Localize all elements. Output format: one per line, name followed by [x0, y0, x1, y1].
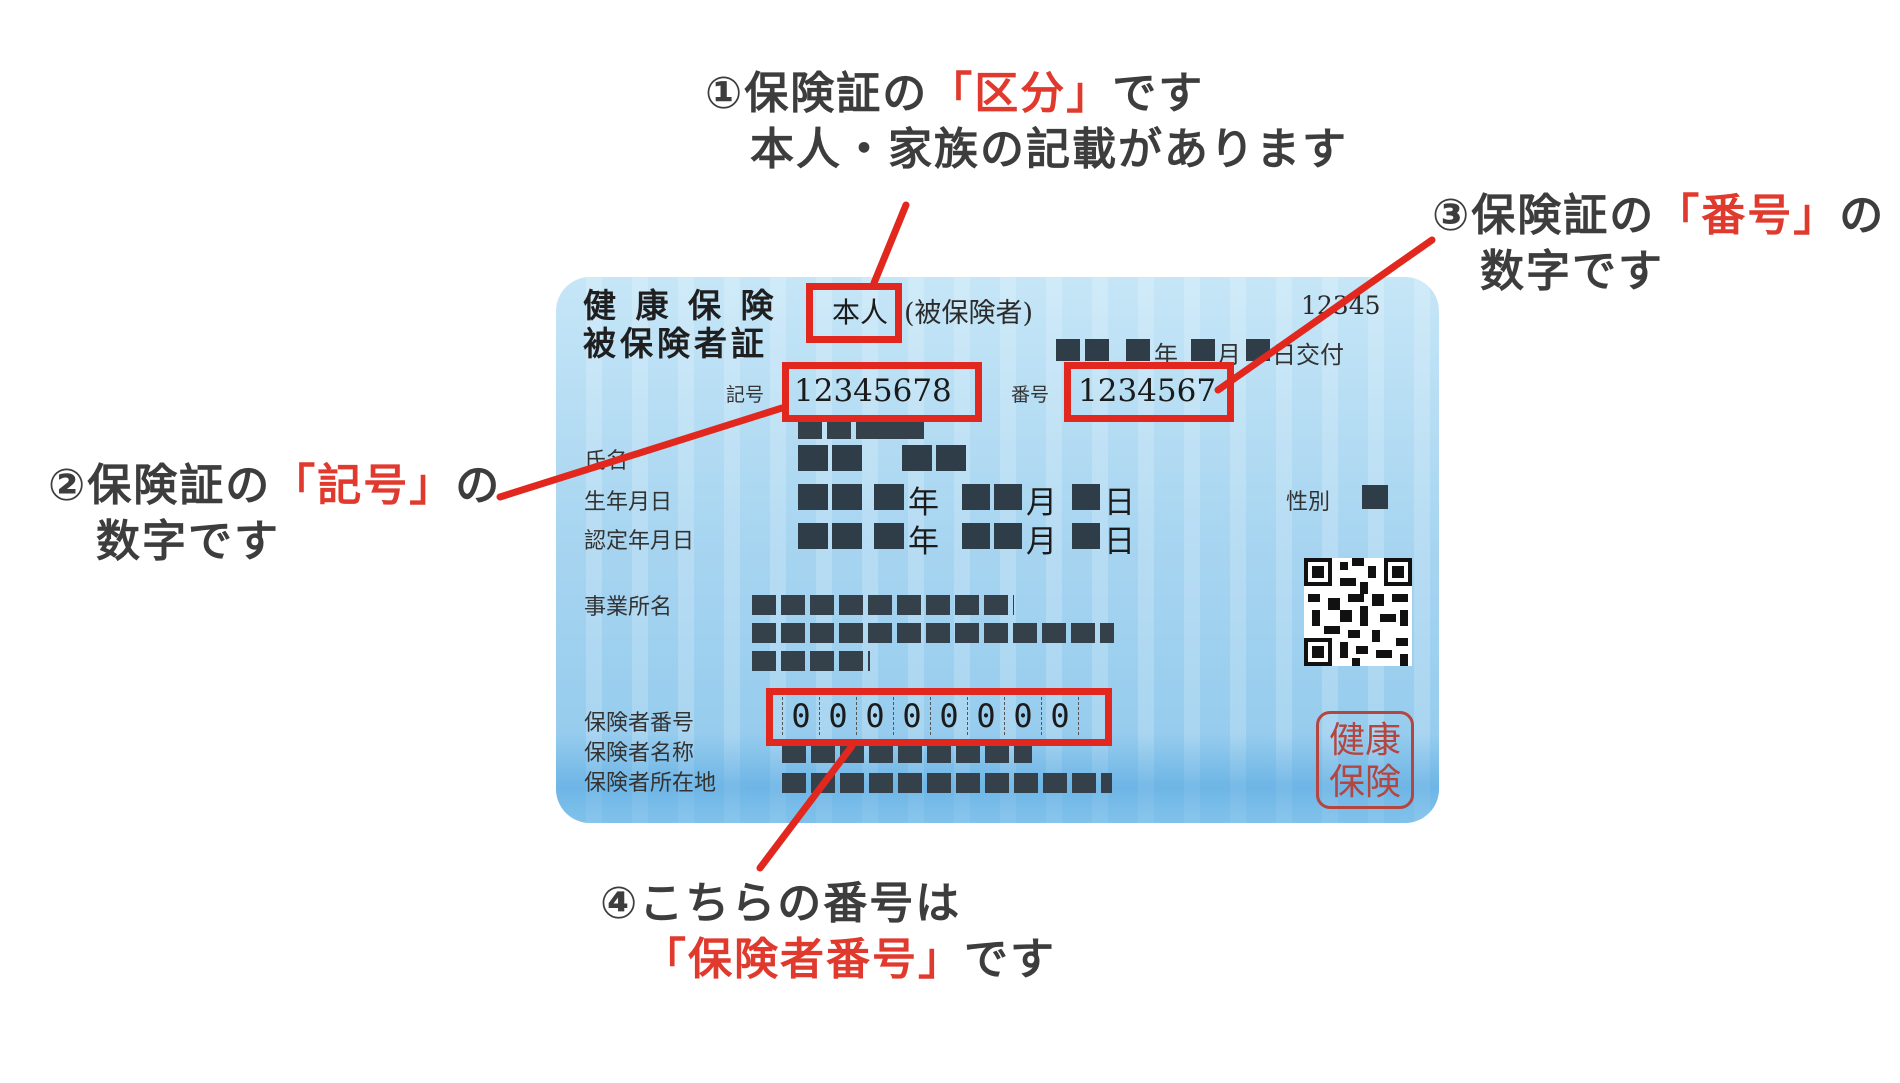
- card-title-line2: 被保険者証: [583, 324, 768, 363]
- annotation-number: ③: [1432, 190, 1472, 241]
- bango-highlight-box: [1064, 362, 1234, 422]
- insurer-address-label: 保険者所在地: [584, 771, 717, 796]
- redacted-block: [902, 445, 932, 471]
- redacted-block: [994, 523, 1022, 549]
- insurer-number-label: 保険者番号: [584, 711, 695, 736]
- insurer-digit: 0: [1042, 697, 1079, 735]
- annotation-number: ④: [600, 878, 640, 929]
- annotation-text: 保険証の: [87, 460, 272, 511]
- redacted-block: [1191, 339, 1215, 361]
- annotation-number: ①: [705, 68, 745, 119]
- redacted-block: [1072, 484, 1100, 510]
- category-note: (被保険者): [904, 298, 1034, 329]
- pointer-line-kigo: [496, 404, 786, 501]
- redacted-row: [782, 773, 1112, 793]
- pointer-line-category: [870, 201, 910, 287]
- office-label: 事業所名: [584, 595, 673, 620]
- annotation-line2: 数字です: [1480, 246, 1664, 297]
- insurer-digit: 0: [968, 697, 1005, 735]
- redacted-block: [798, 484, 828, 510]
- redacted-block: [832, 523, 862, 549]
- kigo-highlight-box: [782, 362, 982, 422]
- insurance-stamp: 健康 保険: [1316, 711, 1414, 809]
- annotation-text: 保険証の: [1471, 190, 1656, 241]
- annotation-line2: 数字です: [96, 516, 280, 567]
- qr-code-icon: [1304, 558, 1412, 666]
- annotation-category: ①保険証の「区分」です 本人・家族の記載があります: [705, 66, 1348, 178]
- kigo-label: 記号: [726, 384, 765, 406]
- annotation-line2: 本人・家族の記載があります: [750, 124, 1348, 175]
- insurer-digit: 0: [857, 697, 894, 735]
- insurer-digit: 0: [931, 697, 968, 735]
- card-title-line1: 健 康 保 険: [583, 286, 778, 325]
- cert-year-label: 年: [908, 524, 939, 560]
- redacted-block: [832, 484, 862, 510]
- redacted-block: [962, 484, 990, 510]
- pointer-line-bango: [1214, 236, 1436, 394]
- redacted-block: [874, 484, 904, 510]
- category-highlight-box: [806, 283, 902, 343]
- category-value: 本人: [832, 296, 889, 329]
- cert-month-label: 月: [1026, 524, 1057, 560]
- annotation-text: です: [964, 934, 1056, 985]
- insurer-digit: 0: [894, 697, 931, 735]
- annotation-highlight: 「記号」: [271, 460, 456, 511]
- redacted-row: [752, 623, 1114, 643]
- redacted-row: [752, 651, 870, 671]
- redacted-block: [1056, 339, 1080, 361]
- annotation-text: です: [1112, 68, 1205, 119]
- insurer-digit: 0: [820, 697, 857, 735]
- annotation-highlight: 「区分」: [928, 68, 1113, 119]
- insurer-name-label: 保険者名称: [584, 741, 695, 766]
- redacted-block: [1126, 339, 1150, 361]
- stamp-line1: 健康: [1328, 720, 1401, 761]
- card-title: 健 康 保 険 被保険者証: [583, 287, 777, 363]
- redacted-block: [874, 523, 904, 549]
- birth-label: 生年月日: [584, 490, 673, 515]
- annotation-kigo: ②保険証の「記号」の 数字です: [48, 458, 501, 570]
- annotation-insurer-number: ④こちらの番号は 「保険者番号」です: [600, 876, 1056, 988]
- birth-month-label: 月: [1026, 485, 1057, 521]
- redacted-block: [1072, 523, 1100, 549]
- redacted-block: [832, 445, 862, 471]
- annotation-text: こちらの番号は: [639, 878, 962, 929]
- pointer-line-insurer-number: [756, 742, 856, 872]
- redacted-block: [962, 523, 990, 549]
- annotation-highlight: 「番号」: [1655, 190, 1840, 241]
- redacted-block: [798, 523, 828, 549]
- insurer-digit: 0: [783, 697, 820, 735]
- redacted-block: [994, 484, 1022, 510]
- birth-day-label: 日: [1104, 485, 1135, 521]
- cert-day-label: 日: [1104, 524, 1135, 560]
- kigo-value: 12345678: [794, 373, 952, 409]
- insurer-digit: 0: [1005, 697, 1042, 735]
- annotation-number: ②: [48, 460, 88, 511]
- stamp-line2: 保険: [1328, 762, 1401, 803]
- qr-code: [1304, 558, 1412, 666]
- annotation-text: の: [1839, 190, 1886, 241]
- redacted-block: [1362, 485, 1388, 509]
- insurance-card: 健 康 保 険 被保険者証 本人 (被保険者) 12345 年 月 日交付 記号…: [556, 277, 1439, 823]
- redacted-block: [1085, 339, 1109, 361]
- annotation-text: の: [455, 460, 502, 511]
- redacted-row: [876, 421, 924, 439]
- insurer-number-highlight-box: [766, 688, 1112, 746]
- cert-label: 認定年月日: [584, 529, 695, 554]
- annotation-bango: ③保険証の「番号」の 数字です: [1432, 188, 1885, 300]
- birth-year-label: 年: [908, 485, 939, 521]
- redacted-block: [936, 445, 966, 471]
- sex-label: 性別: [1286, 490, 1331, 515]
- bango-label: 番号: [1011, 384, 1050, 406]
- annotation-highlight: 「保険者番号」: [642, 934, 964, 985]
- annotation-text: 保険証の: [744, 68, 929, 119]
- redacted-block: [798, 445, 828, 471]
- bango-value: 1234567: [1078, 373, 1217, 409]
- redacted-row: [752, 595, 1014, 615]
